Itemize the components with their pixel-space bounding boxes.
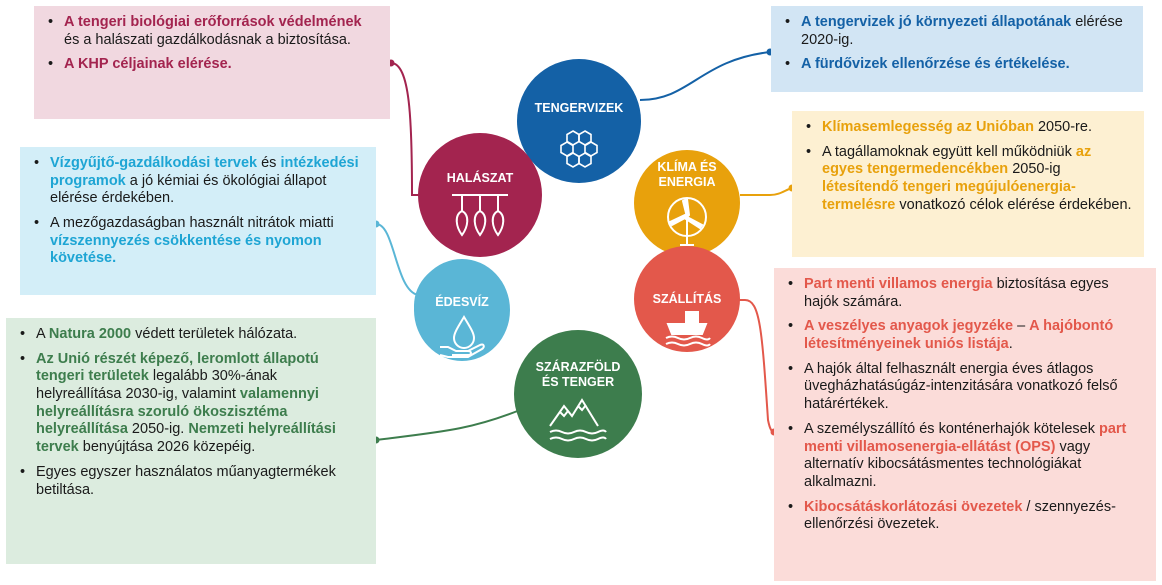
connector-tengervizek bbox=[639, 51, 771, 101]
connector-szarazfold bbox=[375, 409, 521, 441]
edesviz-item-1: Vízgyűjtő-gazdálkodási tervek és intézke… bbox=[30, 155, 366, 208]
circle-tengervizek-label: TENGERVIZEK bbox=[534, 101, 624, 115]
szallitas-item-4: A személyszállító és konténerhajók kötel… bbox=[784, 421, 1146, 492]
wind-turbine-icon bbox=[667, 197, 707, 246]
szallitas-item-3: A hajók által felhasznált energia éves á… bbox=[784, 361, 1146, 414]
klima-box: Klímasemlegesség az Unióban 2050-re. A t… bbox=[792, 111, 1144, 257]
szallitas-item-5: Kibocsátáskorlátozási övezetek / szennye… bbox=[784, 499, 1146, 534]
circle-edesviz-main: ÉDESVÍZ bbox=[414, 259, 510, 361]
szallitas-box: Part menti villamos energia biztosítása … bbox=[774, 268, 1156, 581]
circle-tengervizek: TENGERVIZEK bbox=[517, 59, 641, 183]
mountains-waves-icon bbox=[549, 398, 607, 442]
tengervizek-item-1: A tengervizek jó környezeti állapotának … bbox=[781, 14, 1133, 49]
circle-szallitas: SZÁLLÍTÁS bbox=[634, 246, 740, 352]
circle-szarazfold-label-1: SZÁRAZFÖLD bbox=[535, 360, 621, 374]
circle-halaszat: HALÁSZAT bbox=[418, 133, 542, 257]
hexagon-cluster-icon bbox=[560, 130, 598, 168]
water-drop-hand-icon bbox=[439, 315, 485, 358]
szarazfold-box: A Natura 2000 védett területek hálózata.… bbox=[6, 318, 376, 564]
klima-item-1: Klímasemlegesség az Unióban 2050-re. bbox=[802, 119, 1134, 137]
circle-klima-label-1: KLÍMA ÉS bbox=[657, 160, 717, 174]
connector-edesviz bbox=[375, 223, 419, 296]
circle-szallitas-label: SZÁLLÍTÁS bbox=[652, 292, 722, 306]
circle-edesviz-label: ÉDESVÍZ bbox=[435, 295, 489, 309]
edesviz-box: Vízgyűjtő-gazdálkodási tervek és intézke… bbox=[20, 147, 376, 295]
fish-hooks-icon bbox=[452, 194, 508, 237]
circle-szarazfold: SZÁRAZFÖLD ÉS TENGER bbox=[514, 330, 642, 458]
halaszat-item-1: A tengeri biológiai erőforrások védelmén… bbox=[44, 14, 380, 49]
connector-klima bbox=[740, 187, 793, 196]
tengervizek-item-2: A fürdővizek ellenőrzése és értékelése. bbox=[781, 56, 1133, 74]
circle-klima: KLÍMA ÉS ENERGIA bbox=[634, 150, 740, 256]
szallitas-item-1: Part menti villamos energia biztosítása … bbox=[784, 276, 1146, 311]
connector-halaszat bbox=[390, 62, 420, 196]
halaszat-item-2: A KHP céljainak elérése. bbox=[44, 56, 380, 74]
circle-klima-label-2: ENERGIA bbox=[658, 175, 716, 189]
ship-icon bbox=[665, 311, 711, 347]
edesviz-item-2: A mezőgazdaságban használt nitrátok miat… bbox=[30, 215, 366, 268]
klima-item-2: A tagállamoknak együtt kell működniük az… bbox=[802, 144, 1134, 215]
szarazfold-item-3: Egyes egyszer használatos műanyagterméke… bbox=[16, 464, 366, 499]
szallitas-item-2: A veszélyes anyagok jegyzéke – A hajóbon… bbox=[784, 318, 1146, 353]
szarazfold-item-1: A Natura 2000 védett területek hálózata. bbox=[16, 326, 366, 344]
halaszat-box: A tengeri biológiai erőforrások védelmén… bbox=[34, 6, 390, 119]
szarazfold-item-2: Az Unió részét képező, leromlott állapot… bbox=[16, 351, 366, 457]
circle-szarazfold-label-2: ÉS TENGER bbox=[541, 375, 615, 389]
circle-halaszat-label: HALÁSZAT bbox=[446, 171, 514, 185]
tengervizek-box: A tengervizek jó környezeti állapotának … bbox=[771, 6, 1143, 92]
